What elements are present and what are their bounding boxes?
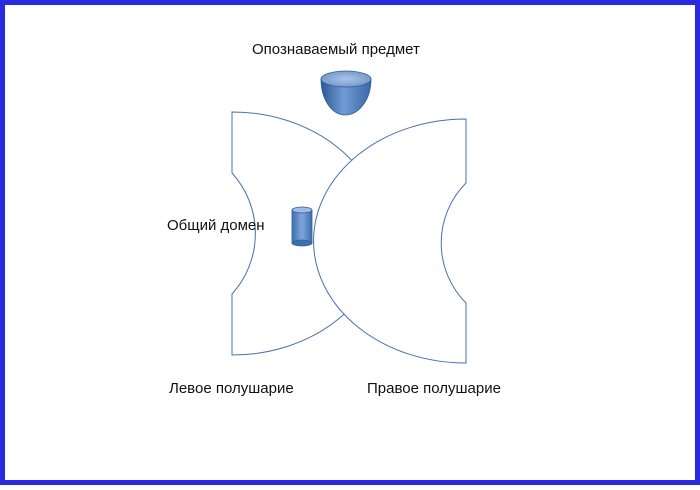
cylinder-icon	[291, 206, 313, 247]
hemisphere-diagram	[231, 70, 467, 364]
bowl-icon	[320, 70, 372, 116]
shared-domain-label: Общий домен	[167, 217, 265, 234]
left-hemisphere-label: Левое полушарие	[169, 380, 294, 397]
right-hemisphere-label: Правое полушарие	[367, 380, 501, 397]
right-hemisphere-shape	[313, 118, 467, 364]
object-label: Опознаваемый предмет	[252, 41, 420, 58]
